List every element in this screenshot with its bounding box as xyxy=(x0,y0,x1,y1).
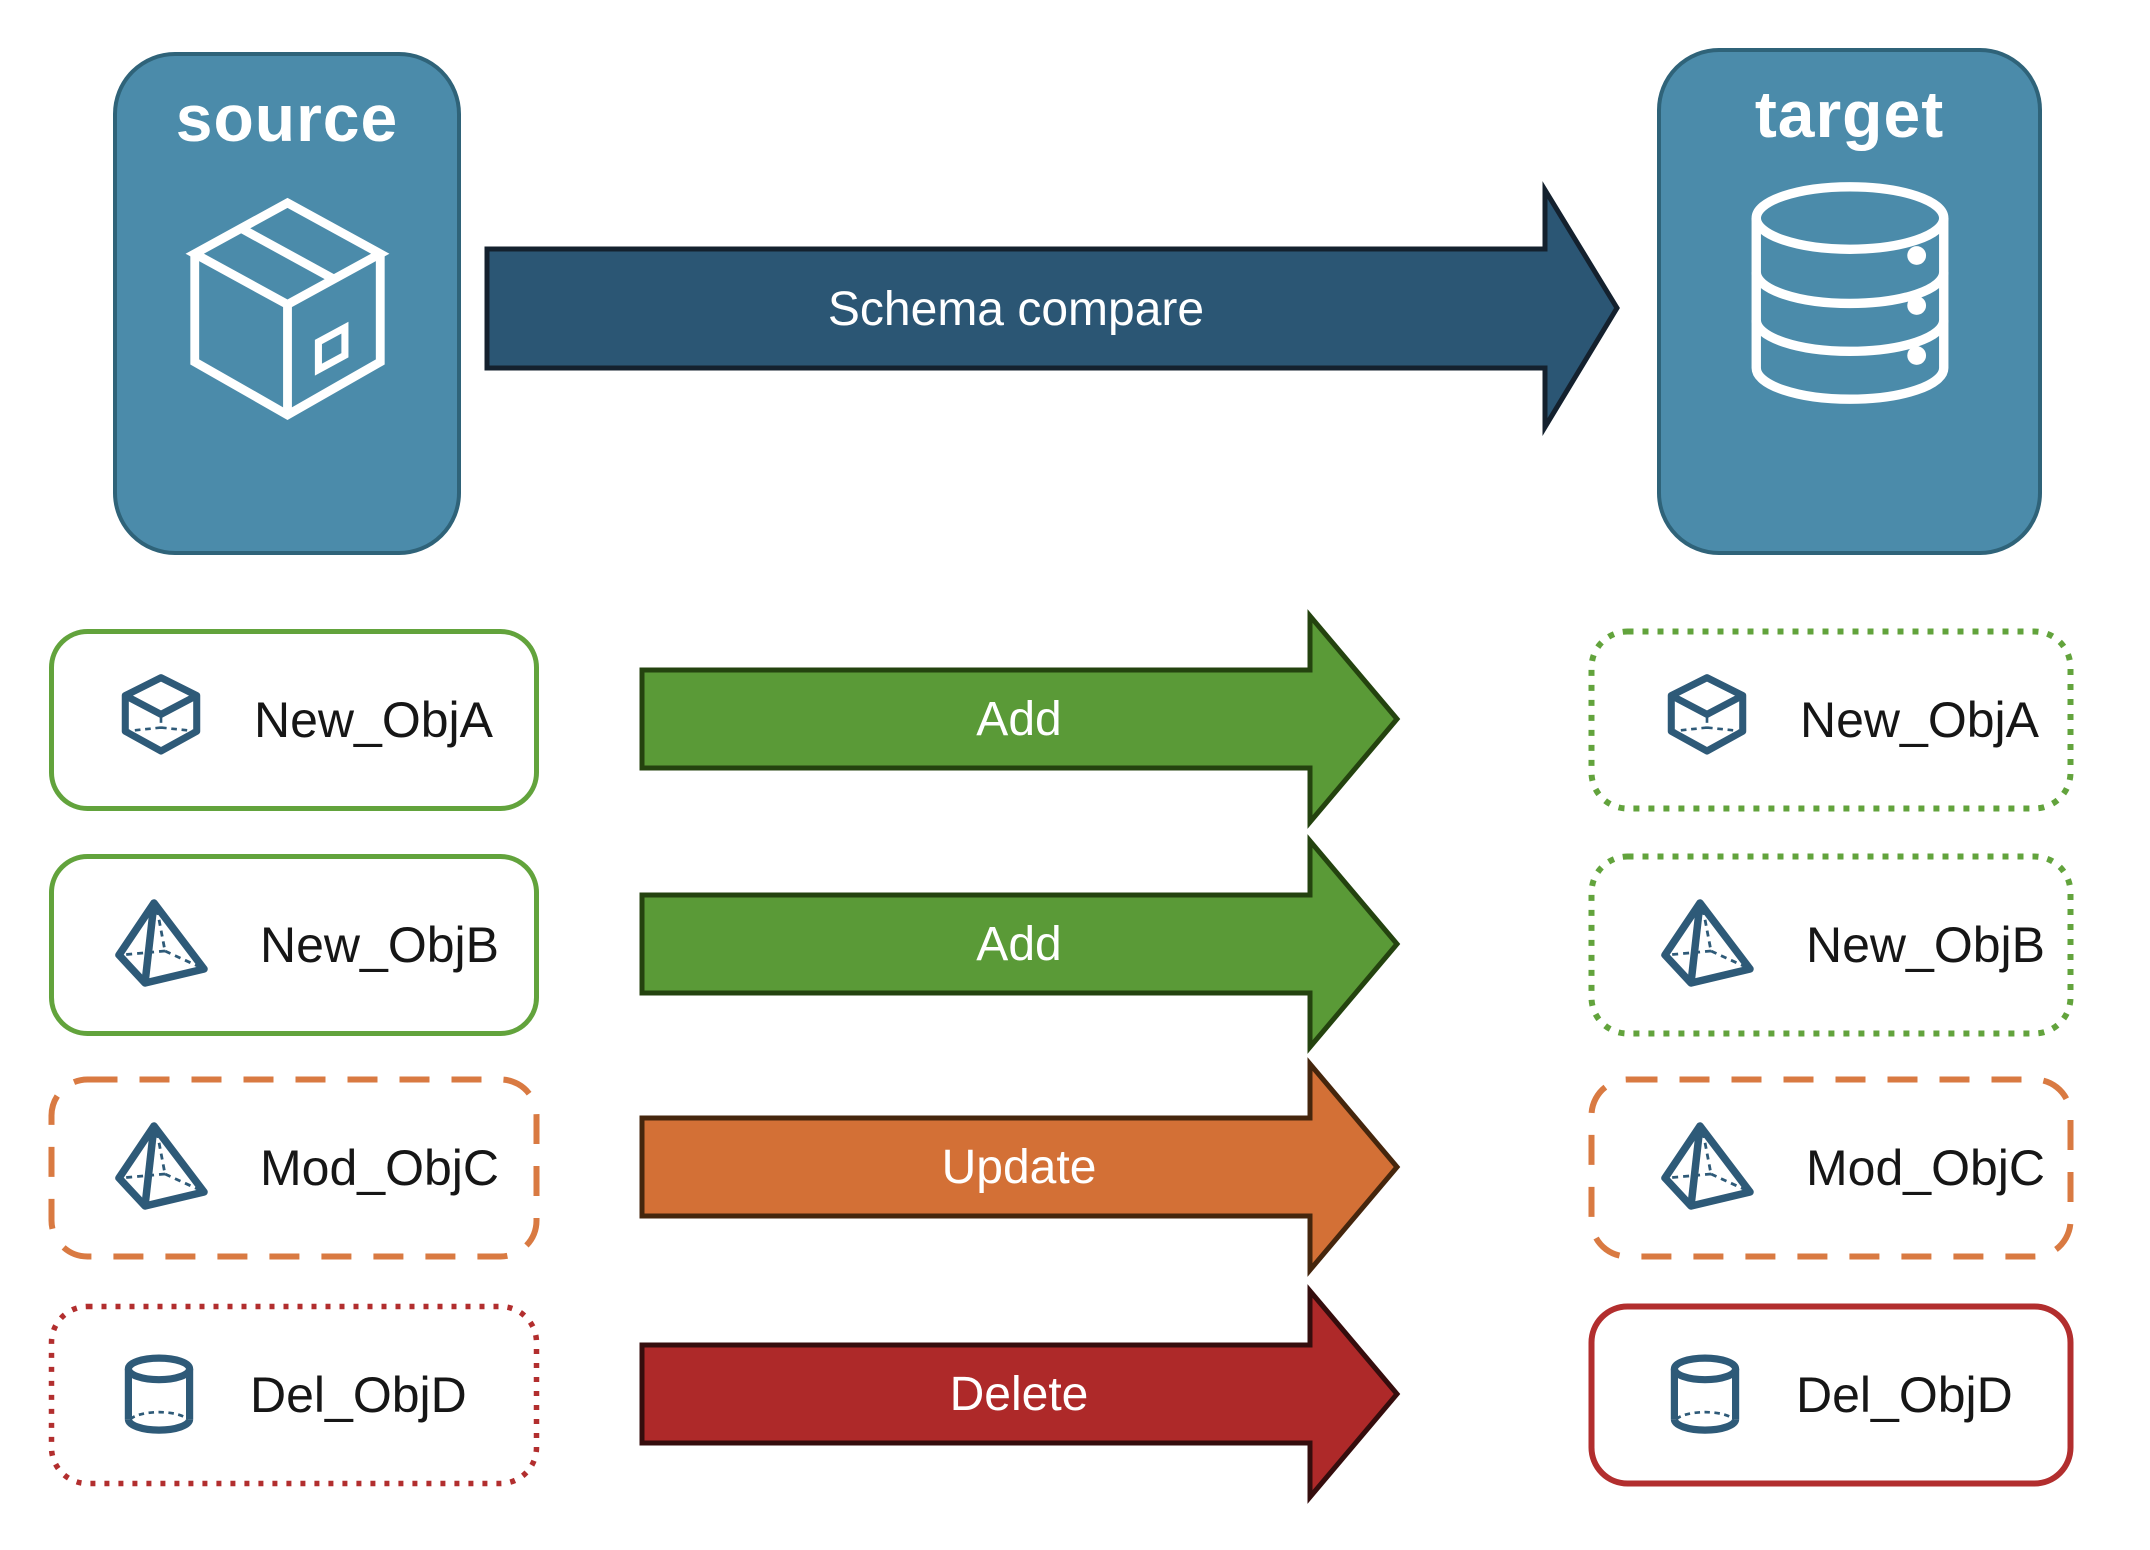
target-box-mod-objc: Mod_ObjC xyxy=(1588,1076,2074,1260)
target-box-new-obja: New_ObjA xyxy=(1588,628,2074,812)
update-arrow-row3-label: Update xyxy=(942,1141,1097,1194)
add-arrow-row1-label: Add xyxy=(976,693,1061,746)
object-label: New_ObjB xyxy=(1806,917,2045,973)
add-arrow-row2-label: Add xyxy=(976,918,1061,971)
target-box-del-objd: Del_ObjD xyxy=(1588,1303,2074,1487)
source-box-mod-objc: Mod_ObjC xyxy=(48,1076,540,1260)
delete-arrow-row4 xyxy=(639,1284,1401,1504)
add-arrow-row2 xyxy=(639,834,1401,1054)
object-label: New_ObjA xyxy=(1800,692,2039,748)
add-arrow-row1 xyxy=(639,609,1401,829)
target-box-new-objb: New_ObjB xyxy=(1588,853,2074,1037)
source-box-new-objb: New_ObjB xyxy=(48,853,540,1037)
source-panel: source xyxy=(113,52,461,555)
update-arrow-row3 xyxy=(639,1057,1401,1277)
object-label: New_ObjA xyxy=(254,692,493,748)
source-box-del-objd: Del_ObjD xyxy=(48,1303,540,1487)
target-panel-title: target xyxy=(1754,77,1945,151)
package-icon xyxy=(155,172,420,437)
source-box-new-obja: New_ObjA xyxy=(48,628,540,812)
schema-compare-arrow xyxy=(484,181,1620,436)
source-panel-title: source xyxy=(175,81,399,155)
object-label: Del_ObjD xyxy=(250,1367,467,1423)
object-label: Mod_ObjC xyxy=(1806,1140,2045,1196)
object-label: Del_ObjD xyxy=(1796,1367,2013,1423)
object-label: New_ObjB xyxy=(260,917,499,973)
delete-arrow-row4-label: Delete xyxy=(950,1368,1089,1421)
schema-compare-arrow-label: Schema compare xyxy=(828,283,1204,336)
target-panel: target xyxy=(1657,48,2042,555)
database-icon xyxy=(1725,168,1975,418)
object-label: Mod_ObjC xyxy=(260,1140,499,1196)
